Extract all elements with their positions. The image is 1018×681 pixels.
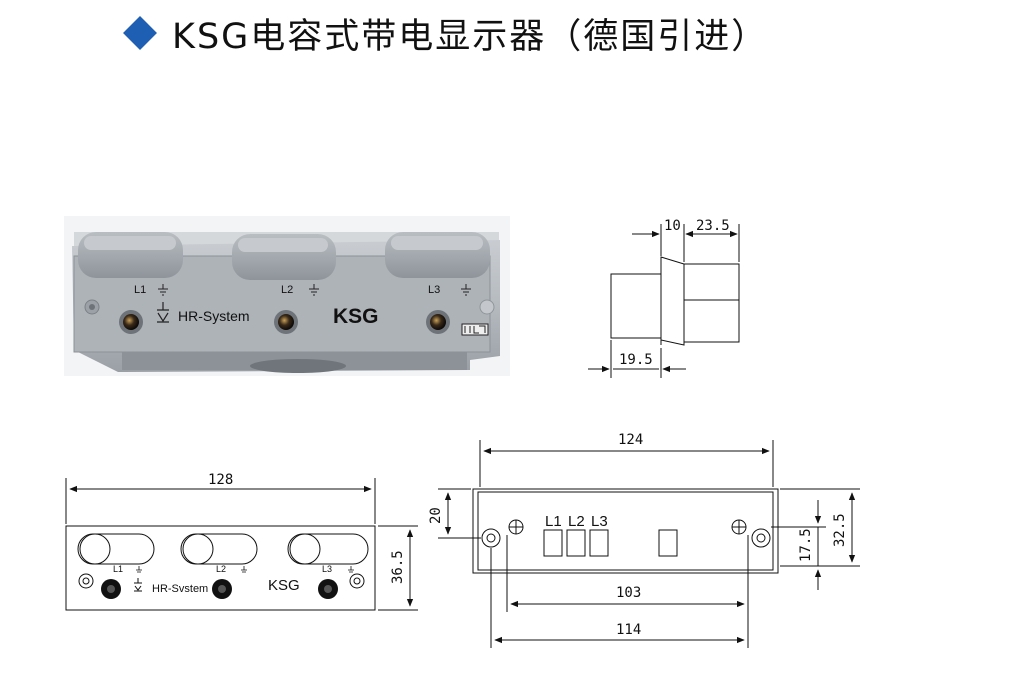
page-title: KSG电容式带电显示器（德国引进） [123, 8, 769, 58]
lens-l3 [426, 310, 450, 334]
photo-label-l3: L3 [428, 284, 440, 296]
cap-l3 [385, 232, 490, 278]
dim-front-128: 128 [208, 472, 233, 488]
mount-view-drawing [438, 440, 860, 648]
title-text: KSG电容式带电显示器（德国引进） [172, 16, 769, 57]
dim-side-10: 10 [664, 218, 681, 234]
product-photo: L1 L2 L3 HR-System KSG [64, 216, 510, 376]
dim-mount-124: 124 [618, 432, 643, 448]
cap-l2 [232, 234, 336, 280]
photo-brand: HR-System [178, 308, 250, 324]
side-view-drawing [588, 224, 740, 378]
dim-mount-32-5: 32.5 [832, 513, 848, 547]
ground-icon [158, 284, 471, 296]
dim-mount-103: 103 [616, 585, 641, 601]
cap-l1 [78, 232, 183, 278]
dim-mount-20: 20 [428, 507, 444, 524]
logo-icon [461, 323, 489, 336]
mount-label-l1: L1 [545, 513, 562, 530]
lens-l1 [119, 310, 143, 334]
lens-l2 [274, 310, 298, 334]
front-model: KSG [268, 577, 300, 594]
photo-model: KSG [333, 305, 379, 328]
dim-side-19-5: 19.5 [619, 352, 653, 368]
dim-mount-17-5: 17.5 [798, 528, 814, 562]
photo-label-l2: L2 [281, 284, 293, 296]
mount-label-l2: L2 [568, 513, 585, 530]
dim-side-23-5: 23.5 [696, 218, 730, 234]
front-view-drawing: L1 L2 L3 HR-Svstem KSG [65, 478, 418, 611]
mount-label-l3: L3 [591, 513, 608, 530]
front-brand: HR-Svstem [152, 583, 208, 595]
ground-icon [136, 566, 354, 573]
front-label-l1: L1 [113, 564, 123, 574]
dim-mount-114: 114 [616, 622, 641, 638]
photo-label-l1: L1 [134, 284, 146, 296]
indicator-symbol-icon [134, 578, 142, 592]
indicator-symbol-icon [157, 302, 169, 323]
front-label-l3: L3 [322, 564, 332, 574]
front-label-l2: L2 [216, 564, 226, 574]
dim-front-36-5: 36.5 [390, 550, 406, 584]
